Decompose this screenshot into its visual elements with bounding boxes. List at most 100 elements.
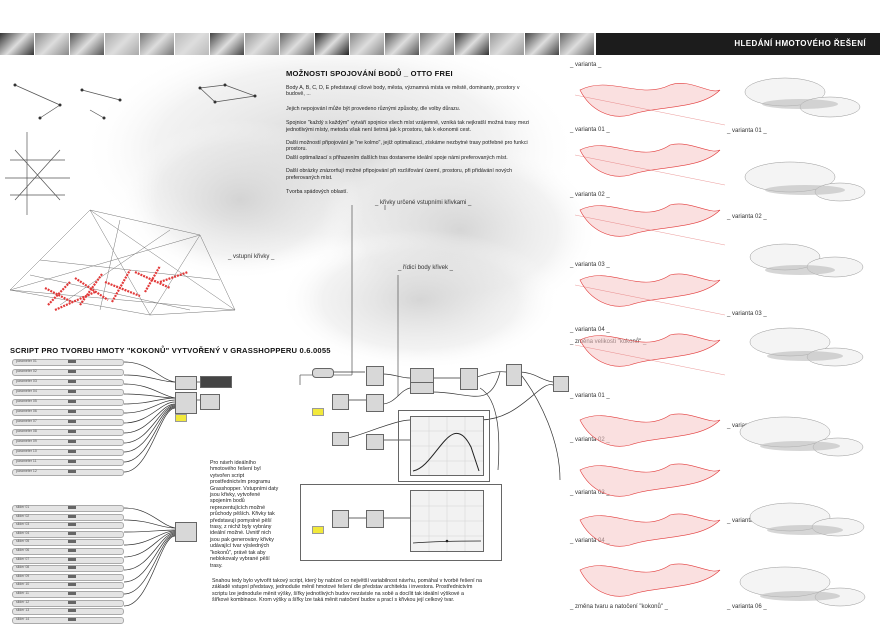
texture-thumbnail [490, 33, 524, 55]
texture-thumbnail [455, 33, 489, 55]
graph-mapper-frame [398, 410, 490, 482]
number-slider[interactable]: slider 10 [12, 582, 124, 590]
gh-component-merge-2[interactable] [175, 522, 197, 542]
slider-knob[interactable] [68, 420, 76, 423]
slider-knob[interactable] [68, 410, 76, 413]
gh-component-divide[interactable] [366, 366, 384, 386]
slider-knob[interactable] [68, 400, 76, 403]
slider-label: parameter 02 [16, 369, 37, 373]
number-slider[interactable]: slider 07 [12, 556, 124, 564]
slider-knob[interactable] [68, 531, 76, 535]
header-bar: HLEDÁNÍ HMOTOVÉHO ŘEŠENÍ [596, 33, 880, 55]
variant-label: _ varianta 04 _ [570, 538, 610, 544]
number-slider[interactable]: parameter 05 [12, 399, 124, 406]
slider-label: slider 07 [16, 556, 30, 561]
number-slider[interactable]: parameter 01 [12, 359, 124, 366]
slider-label: slider 10 [16, 582, 30, 587]
slider-knob[interactable] [68, 460, 76, 463]
number-slider[interactable]: parameter 09 [12, 439, 124, 446]
number-slider[interactable]: slider 08 [12, 565, 124, 573]
number-slider[interactable]: slider 11 [12, 591, 124, 598]
slider-knob[interactable] [68, 450, 76, 453]
gh-yellow-input-2[interactable] [312, 526, 324, 534]
number-slider[interactable]: parameter 10 [12, 449, 124, 456]
slider-knob[interactable] [68, 523, 76, 527]
slider-knob[interactable] [68, 566, 76, 570]
number-slider[interactable]: parameter 07 [12, 419, 124, 426]
slider-knob[interactable] [68, 557, 76, 561]
gh-yellow-note[interactable] [175, 414, 187, 422]
gh-yellow-input-1[interactable] [312, 408, 324, 416]
slider-label: slider 03 [16, 522, 30, 527]
slider-label: slider 09 [16, 573, 30, 578]
number-slider[interactable]: parameter 08 [12, 429, 124, 436]
script-title: SCRIPT PRO TVORBU HMOTY "KOKONŮ" VYTVOŘE… [10, 346, 331, 355]
slider-knob[interactable] [68, 592, 76, 595]
number-slider[interactable]: slider 02 [12, 513, 124, 521]
slider-knob[interactable] [68, 360, 76, 363]
number-slider[interactable]: slider 09 [12, 573, 124, 581]
slider-knob[interactable] [68, 514, 76, 518]
graph-mapper-linear[interactable] [410, 490, 484, 552]
slider-knob[interactable] [68, 380, 76, 383]
gh-component-number[interactable] [332, 432, 349, 446]
gh-component-series[interactable] [200, 394, 220, 410]
gh-component-range[interactable] [410, 382, 434, 394]
slider-knob[interactable] [68, 549, 76, 552]
number-slider[interactable]: slider 03 [12, 522, 124, 530]
number-slider[interactable]: slider 01 [12, 505, 124, 512]
gh-component-move[interactable] [460, 368, 478, 390]
page-title: HLEDÁNÍ HMOTOVÉHO ŘEŠENÍ [734, 39, 866, 48]
slider-knob[interactable] [68, 609, 76, 613]
otto-p5: Další optimalizací s přihazením dalších … [286, 154, 508, 161]
number-slider[interactable]: slider 12 [12, 599, 124, 607]
number-slider[interactable]: slider 06 [12, 548, 124, 555]
texture-thumbnail [245, 33, 279, 55]
number-slider[interactable]: slider 04 [12, 530, 124, 538]
slider-knob[interactable] [68, 390, 76, 393]
gh-component-panel[interactable] [200, 376, 232, 388]
slider-knob[interactable] [68, 600, 76, 604]
slider-knob[interactable] [68, 574, 76, 578]
variant-label: _ změna tvaru a natočení "kokonů" _ [570, 604, 668, 610]
slider-knob[interactable] [68, 540, 76, 544]
otto-title: MOŽNOSTI SPOJOVÁNÍ BODŮ _ OTTO FREI [286, 69, 453, 78]
texture-thumbnail [35, 33, 69, 55]
otto-p3: Spojnice "každý s každým" vytváří spojni… [286, 120, 530, 133]
slider-label: parameter 01 [16, 359, 37, 363]
number-slider[interactable]: parameter 06 [12, 409, 124, 416]
slider-knob[interactable] [68, 617, 76, 621]
gh-curve-param[interactable] [312, 368, 334, 378]
slider-label: parameter 11 [16, 459, 37, 463]
gh-component-multiply[interactable] [366, 434, 384, 450]
slider-knob[interactable] [68, 370, 76, 373]
graph-mapper-bezier[interactable] [410, 416, 484, 476]
gh-component-vector[interactable] [332, 394, 349, 410]
gh-component-merge[interactable] [175, 376, 197, 390]
gh-component-list[interactable] [175, 392, 197, 414]
slider-knob[interactable] [68, 506, 76, 509]
slider-label: parameter 08 [16, 429, 37, 433]
slider-knob[interactable] [68, 440, 76, 443]
number-slider[interactable]: parameter 12 [12, 469, 124, 476]
slider-knob[interactable] [68, 583, 76, 587]
gh-component-output[interactable] [553, 376, 569, 392]
number-slider[interactable]: parameter 11 [12, 459, 124, 466]
number-slider[interactable]: slider 13 [12, 608, 124, 616]
number-slider[interactable]: slider 05 [12, 539, 124, 547]
variant-label: _ varianta 01 _ [570, 127, 610, 133]
number-slider[interactable]: parameter 02 [12, 369, 124, 376]
graph-mapper-frame-2 [300, 484, 502, 561]
gh-component-rotate[interactable] [366, 510, 384, 528]
gh-component-sweep[interactable] [506, 364, 522, 386]
gh-component-scale[interactable] [366, 394, 384, 412]
gh-component-number-2[interactable] [332, 510, 349, 528]
texture-thumbnail [210, 33, 244, 55]
number-slider[interactable]: parameter 04 [12, 389, 124, 396]
variant-label: _ varianta 02 _ [570, 192, 610, 198]
variant-label: _ varianta 03 _ [570, 262, 610, 268]
number-slider[interactable]: parameter 03 [12, 379, 124, 386]
slider-knob[interactable] [68, 470, 76, 473]
variant-label: _ varianta 01 _ [570, 393, 610, 399]
slider-knob[interactable] [68, 430, 76, 433]
